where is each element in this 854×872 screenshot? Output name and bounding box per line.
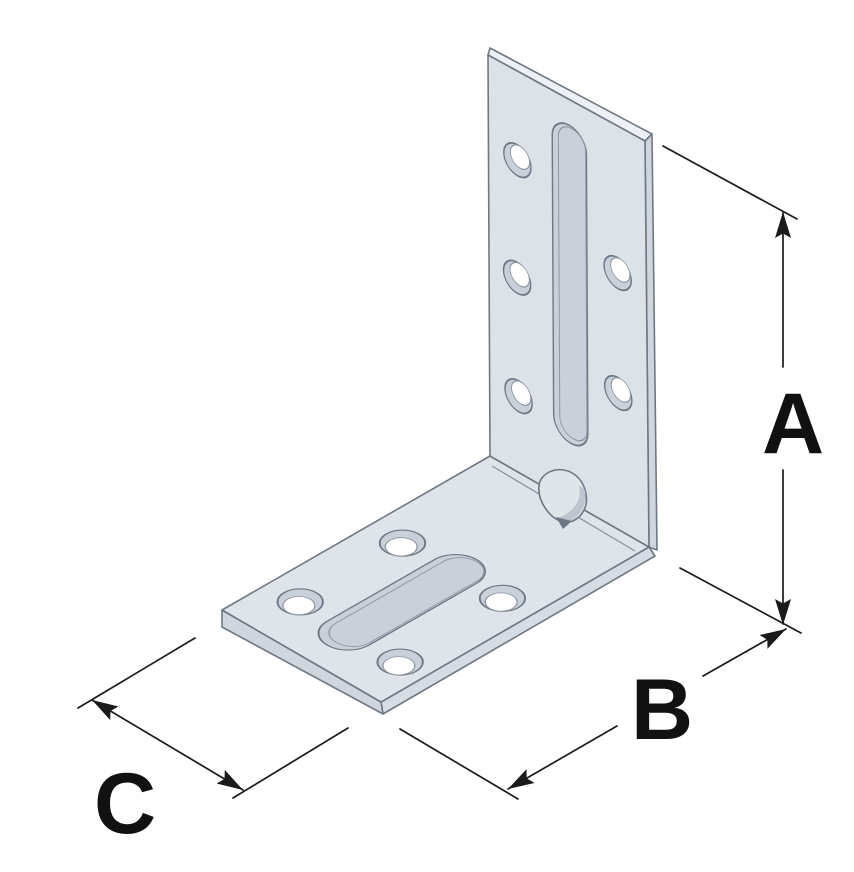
extension-line [232, 727, 349, 799]
extension-line [679, 567, 802, 634]
dimension-b: B [399, 622, 790, 800]
arrowhead-down-left [504, 769, 535, 796]
base-cutouts [267, 523, 536, 682]
vertical-slot [551, 122, 589, 447]
dimension-line [91, 699, 244, 791]
arrowhead-up-right [759, 622, 790, 649]
bend-rib-shadow [558, 485, 586, 522]
bend-rib-tip [556, 517, 572, 529]
extension-line [399, 728, 519, 800]
base-slot [317, 553, 486, 651]
dimension-label-c: C [94, 756, 156, 852]
dimension-label-b: B [631, 662, 693, 758]
dimension-c: C [77, 637, 349, 852]
plate-cutouts [502, 122, 633, 447]
bracket-body [221, 47, 658, 715]
arrowhead-up-left [87, 693, 119, 721]
extension-line [77, 637, 196, 709]
dimension-a: A [662, 145, 824, 634]
extension-line [662, 145, 798, 220]
vertical-slot-opening [557, 126, 588, 442]
dimension-label-a: A [762, 376, 824, 472]
base-slot-opening [328, 557, 485, 647]
bend-rib [538, 468, 588, 529]
